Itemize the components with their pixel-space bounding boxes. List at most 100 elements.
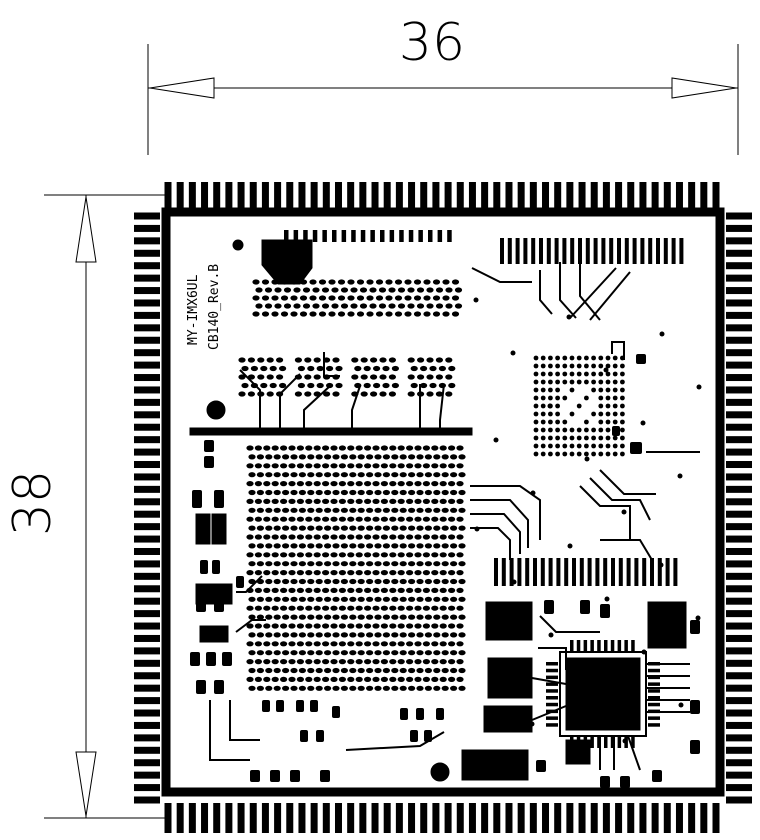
bga-ball bbox=[330, 534, 338, 540]
bga-ball bbox=[338, 659, 346, 665]
bga-ball bbox=[332, 578, 340, 585]
bga-ball bbox=[340, 525, 348, 531]
edge-pad bbox=[298, 182, 306, 208]
passive-components bbox=[190, 297, 702, 788]
bga-ball bbox=[406, 498, 414, 504]
edge-pad bbox=[213, 803, 221, 833]
bga-ball bbox=[450, 650, 458, 656]
connector-pin bbox=[632, 238, 637, 264]
bga-ball bbox=[271, 659, 279, 665]
edge-pad bbox=[134, 311, 160, 319]
bga-ball bbox=[263, 570, 271, 576]
bga-ball bbox=[340, 472, 348, 478]
bga-ball bbox=[598, 371, 604, 377]
edge-pad bbox=[359, 182, 367, 208]
via bbox=[696, 384, 702, 390]
bga-ball bbox=[548, 435, 553, 441]
bga-ball bbox=[424, 632, 432, 638]
bga-ball bbox=[372, 676, 380, 683]
edge-pad bbox=[420, 182, 428, 208]
bga-ball bbox=[307, 561, 315, 567]
connector-pin bbox=[634, 558, 639, 586]
edge-pad bbox=[566, 182, 574, 208]
ic-pin bbox=[546, 702, 558, 707]
bga-ball bbox=[322, 445, 330, 451]
bga-ball bbox=[324, 650, 332, 656]
bga-ball bbox=[313, 623, 321, 629]
via bbox=[331, 287, 339, 293]
bga-ball bbox=[374, 472, 382, 478]
bga-ball bbox=[598, 403, 604, 409]
via bbox=[359, 287, 368, 293]
passive-component bbox=[690, 620, 700, 634]
bga-ball bbox=[389, 463, 397, 469]
bga-ball bbox=[296, 516, 304, 522]
bga-ball bbox=[324, 543, 332, 549]
bga-ball bbox=[265, 507, 273, 513]
bga-ball bbox=[533, 395, 539, 401]
ic-pin bbox=[631, 640, 635, 652]
bga-ball bbox=[265, 596, 273, 602]
via bbox=[567, 543, 573, 549]
edge-pad bbox=[726, 510, 752, 518]
edge-pad bbox=[164, 182, 172, 208]
bga-ball bbox=[254, 623, 262, 629]
edge-pad bbox=[134, 287, 160, 295]
edge-pad bbox=[493, 803, 501, 833]
ic-pin bbox=[648, 723, 660, 727]
bga-ball bbox=[298, 632, 306, 638]
bga-ball bbox=[288, 623, 296, 629]
via bbox=[404, 311, 412, 317]
bga-ball bbox=[422, 623, 430, 629]
via bbox=[284, 230, 289, 242]
via bbox=[247, 357, 255, 363]
bga-ball bbox=[280, 445, 288, 451]
edge-pad bbox=[726, 311, 752, 319]
bga-ball bbox=[540, 387, 546, 393]
bga-ball bbox=[296, 623, 304, 629]
via bbox=[369, 287, 377, 293]
via bbox=[388, 287, 396, 293]
bga-ball bbox=[338, 481, 346, 487]
bga-ball bbox=[324, 454, 332, 460]
via bbox=[360, 391, 368, 397]
bga-ball bbox=[406, 587, 414, 594]
bga-ball bbox=[256, 489, 264, 496]
bga-ball bbox=[584, 427, 589, 433]
bga-ball bbox=[562, 371, 568, 377]
via bbox=[451, 311, 460, 317]
bga-ball bbox=[265, 561, 273, 567]
bga-ball bbox=[380, 552, 388, 558]
edge-pad bbox=[134, 398, 160, 406]
edge-pad bbox=[134, 560, 160, 568]
bga-ball bbox=[282, 667, 290, 674]
bga-ball bbox=[406, 623, 414, 629]
connector-pin bbox=[617, 238, 621, 264]
via bbox=[407, 374, 415, 380]
edge-pad bbox=[213, 182, 221, 208]
bga-ball bbox=[406, 605, 414, 611]
bga-ball bbox=[548, 411, 553, 417]
bga-ball bbox=[280, 516, 288, 522]
bga-ball bbox=[433, 525, 441, 531]
bga-ball bbox=[265, 614, 273, 620]
bga-ball bbox=[555, 435, 560, 441]
connector-pin bbox=[626, 558, 631, 586]
bga-ball bbox=[612, 419, 618, 425]
via bbox=[257, 391, 265, 397]
bga-ball bbox=[254, 570, 262, 576]
bga-ball bbox=[265, 685, 273, 691]
bga-ball bbox=[364, 605, 372, 611]
bga-ball bbox=[330, 516, 338, 522]
bga-ball bbox=[271, 445, 279, 451]
bga-ball bbox=[322, 534, 330, 540]
via bbox=[432, 279, 441, 285]
edge-pad bbox=[481, 182, 489, 208]
via bbox=[432, 295, 441, 301]
edge-pad bbox=[261, 803, 269, 833]
edge-pad bbox=[134, 771, 160, 779]
bga-ball bbox=[372, 498, 380, 504]
bga-ball bbox=[569, 427, 575, 433]
bga-ball bbox=[458, 667, 466, 674]
bga-ball bbox=[441, 650, 449, 656]
